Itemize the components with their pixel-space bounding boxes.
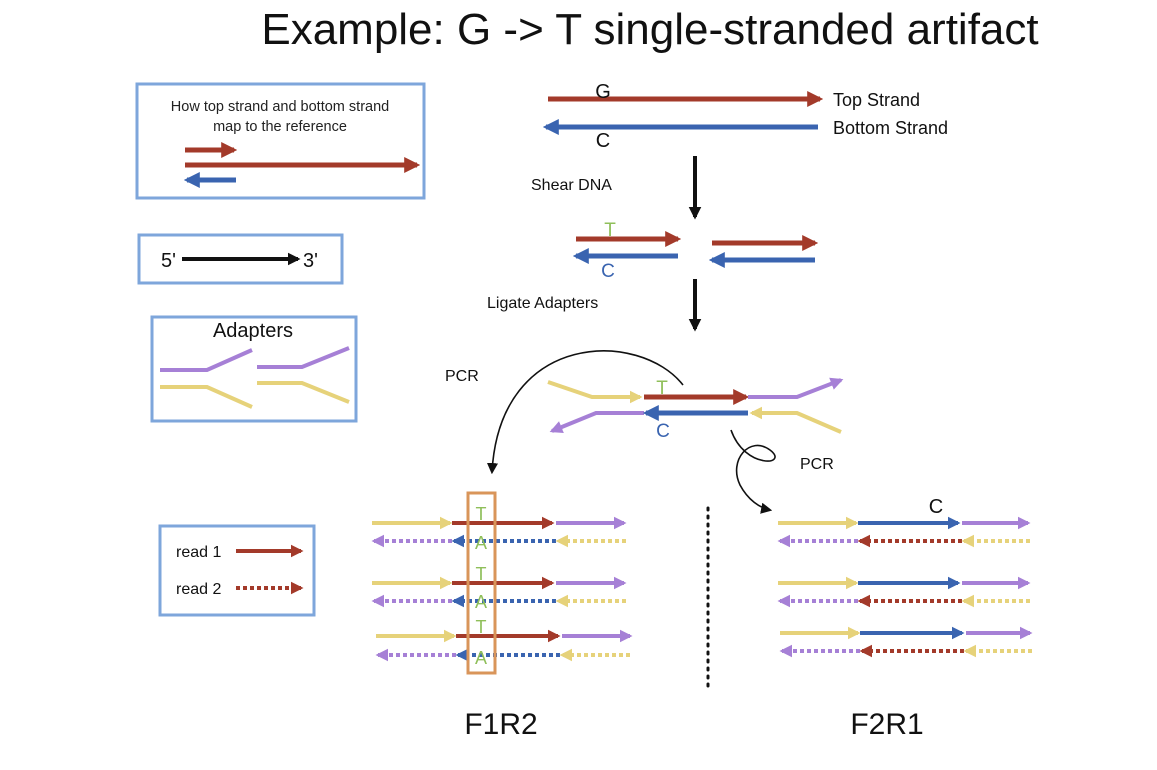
left-base-1: T (476, 504, 487, 524)
slide-title: Example: G -> T single-stranded artifact (261, 5, 1038, 54)
left-base-2: A (475, 533, 487, 553)
fragment1-bottom-base: C (601, 261, 615, 282)
legend-mapping-box: How top strand and bottom strand map to … (135, 82, 426, 200)
pcr-left-arrow (486, 350, 684, 475)
original-duplex: G C Top Strand Bottom Strand (542, 81, 948, 152)
right-base: C (929, 496, 943, 518)
artifact-highlight-box (466, 491, 497, 675)
right-read-pair-1 (777, 516, 1031, 548)
right-read-pair-2 (777, 576, 1031, 608)
ligated-purple-right (748, 377, 844, 399)
ligated-purple-left (549, 411, 644, 434)
adapters-title: Adapters (213, 320, 293, 342)
adapter-yellow-1 (160, 385, 253, 409)
family-right-label: F2R1 (850, 708, 923, 741)
ligated-molecule: T C (547, 377, 844, 442)
pcr-left-label: PCR (445, 368, 479, 385)
ligated-yellow-left (547, 380, 643, 404)
legend-adapters-box: Adapters (150, 315, 358, 423)
read1-label: read 1 (176, 544, 221, 561)
top-strand-label: Top Strand (833, 90, 920, 110)
adapter-purple-1 (160, 348, 253, 372)
left-read-pair-1 (371, 516, 627, 548)
family-left-label: F1R2 (464, 708, 537, 741)
ligated-yellow-right (749, 406, 842, 434)
family-right: C F2R1 (777, 496, 1033, 741)
left-base-6: A (475, 648, 487, 668)
left-base-3: T (476, 564, 487, 584)
adapter-yellow-2 (257, 381, 350, 404)
shear-step-label: Shear DNA (531, 177, 612, 194)
right-read-pair-3 (779, 626, 1033, 658)
legend-reads-box: read 1 read 2 (158, 524, 316, 617)
three-prime-label: 3' (303, 250, 318, 272)
left-base-4: A (475, 592, 487, 612)
family-left: T A T A T A F1R2 (371, 491, 633, 741)
ligated-top-base: T (656, 378, 668, 399)
left-read-pair-2 (371, 576, 627, 608)
adapter-purple-2 (257, 346, 350, 369)
bottom-strand-base: C (596, 130, 610, 152)
left-read-pair-3 (375, 629, 633, 662)
five-prime-label: 5' (161, 250, 176, 272)
left-base-5: T (476, 617, 487, 637)
pcr-right-label: PCR (800, 456, 834, 473)
legend-mapping-text-1: How top strand and bottom strand (171, 99, 389, 115)
legend-direction-box: 5' 3' (137, 233, 344, 285)
sheared-fragments: T C (572, 220, 819, 282)
read2-label: read 2 (176, 581, 221, 598)
legend-mapping-text-2: map to the reference (213, 119, 347, 135)
fragment1-top-base: T (604, 220, 616, 241)
ligated-bottom-base: C (656, 421, 670, 442)
ligate-step-label: Ligate Adapters (487, 295, 598, 312)
bottom-strand-label: Bottom Strand (833, 118, 948, 138)
top-strand-base: G (595, 81, 611, 103)
pcr-right-arrow (730, 429, 776, 514)
